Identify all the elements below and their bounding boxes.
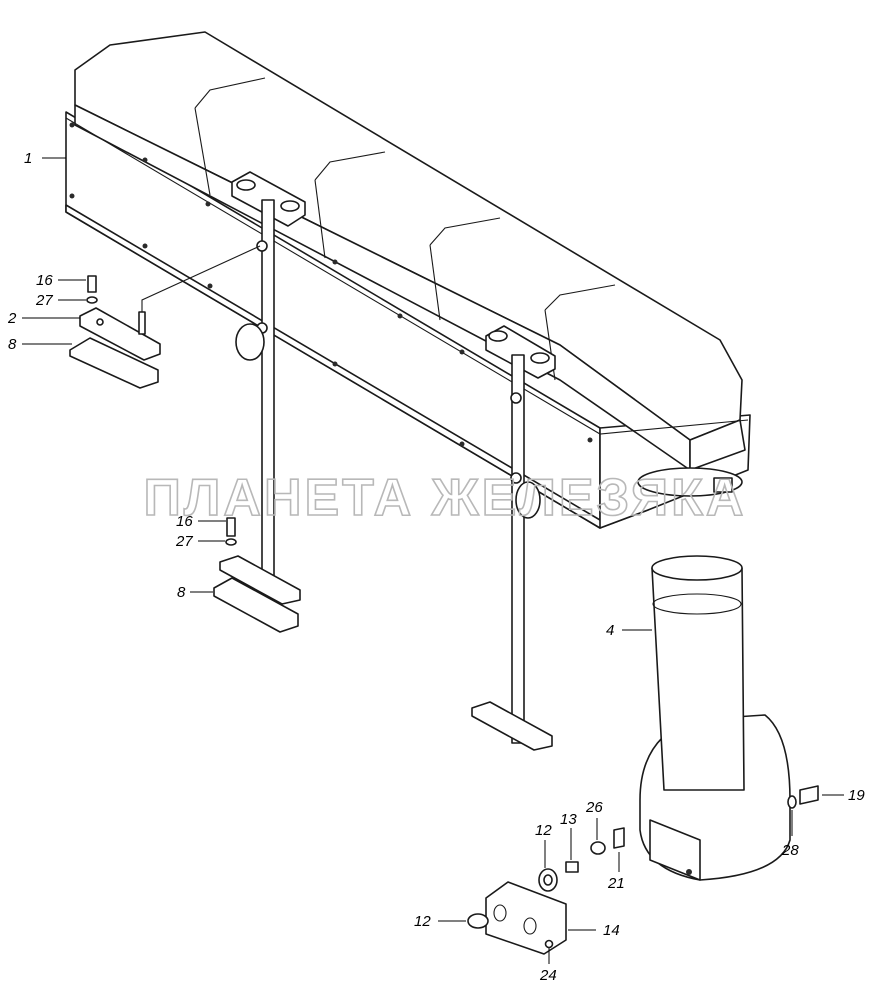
band-4 <box>544 284 616 311</box>
pipe-body <box>651 567 745 791</box>
right-support-stand <box>471 325 556 751</box>
callout-26: 26 <box>585 799 603 816</box>
bracket-14-hole-1 <box>493 904 507 922</box>
watermark-text: ПЛАНЕТА ЖЕЛЕЗЯКА <box>144 469 747 527</box>
callout-13: 13 <box>560 811 577 828</box>
band-1b <box>194 107 211 196</box>
callout-12-upper: 12 <box>535 822 552 839</box>
right-mount-2 <box>530 352 550 364</box>
callout-21: 21 <box>607 875 625 892</box>
sleeve-13 <box>565 861 579 873</box>
outlet-clamp <box>713 477 733 493</box>
band-3b <box>429 244 441 321</box>
callout-16-center: 16 <box>176 513 193 530</box>
cover-end-cap <box>689 419 746 471</box>
bolt-19 <box>799 785 819 805</box>
left-clamp <box>235 323 265 361</box>
callout-14: 14 <box>603 922 620 939</box>
nut-24 <box>544 939 554 949</box>
bracket-14 <box>485 881 567 955</box>
callout-2: 2 <box>7 310 17 327</box>
band-1 <box>194 77 266 109</box>
plate-2-stud <box>138 311 146 335</box>
band-2 <box>314 151 386 181</box>
pad-8-center <box>213 577 299 633</box>
washer-27-top <box>86 296 98 304</box>
right-foot <box>471 701 553 751</box>
bolt-16-top <box>87 275 97 293</box>
plate-2-leader <box>141 245 261 312</box>
plate-2-hole <box>96 318 104 326</box>
band-3 <box>429 217 501 246</box>
band-2b <box>314 179 326 259</box>
pipe-mount-bracket <box>649 819 701 881</box>
washer-28 <box>787 795 797 809</box>
pipe-mouth <box>651 555 743 581</box>
callout-12-lower: 12 <box>414 913 431 930</box>
bolt-21 <box>613 827 625 849</box>
callout-16-left: 16 <box>36 272 53 289</box>
bushing-12-upper-inner <box>543 874 553 886</box>
callout-27-center: 27 <box>175 533 193 550</box>
callout-8-center: 8 <box>177 584 186 601</box>
center-pad-assembly <box>213 517 299 633</box>
right-post <box>511 354 525 744</box>
left-foot <box>219 555 301 605</box>
callout-27-left: 27 <box>35 292 53 309</box>
plate-bolts <box>69 122 593 447</box>
callout-4: 4 <box>606 622 614 639</box>
callout-28: 28 <box>781 842 799 859</box>
lower-bracket-assembly <box>467 827 625 955</box>
left-mount-1 <box>236 179 256 191</box>
leader-lines <box>22 157 844 964</box>
left-support-stand <box>219 171 306 605</box>
flange-line <box>65 117 749 435</box>
pipe-ring <box>652 593 742 615</box>
right-clamp <box>515 481 541 519</box>
callout-24: 24 <box>539 967 557 984</box>
left-pad-assembly <box>69 245 261 389</box>
callout-19: 19 <box>848 787 865 804</box>
air-filter-housing <box>65 31 751 529</box>
callout-8-left: 8 <box>8 336 17 353</box>
callout-labels: 1 16 27 2 8 16 27 8 4 19 28 26 13 12 21 … <box>7 150 865 984</box>
left-post <box>261 199 275 596</box>
pad-8-left <box>69 337 159 389</box>
right-mount-1 <box>488 330 508 342</box>
bolt-16-center <box>226 517 236 537</box>
right-post-bolt-2 <box>510 472 522 484</box>
callout-1: 1 <box>24 150 32 167</box>
bushing-12-lower <box>467 913 489 929</box>
pipe-mount-bolt <box>686 869 692 875</box>
left-post-bolt-1 <box>256 240 268 252</box>
washer-27-center <box>225 538 237 546</box>
inlet-pipe-assembly <box>639 555 791 881</box>
bracket-14-hole-2 <box>523 917 537 935</box>
washer-26 <box>590 841 606 855</box>
right-post-bolt-1 <box>510 392 522 404</box>
pipe-hardware <box>787 785 819 809</box>
left-mount-2 <box>280 200 300 212</box>
